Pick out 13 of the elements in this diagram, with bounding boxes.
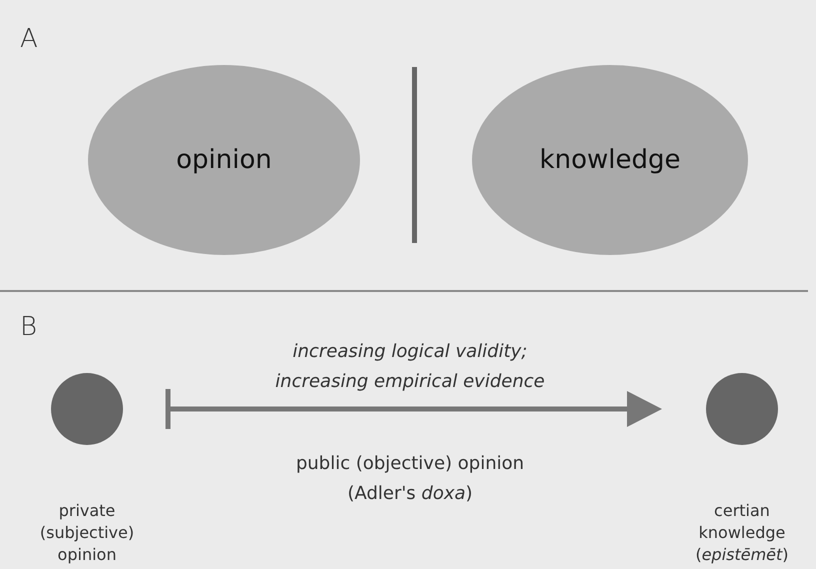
edge-label: increasing logical validity; increasing empirical evidence (274, 340, 546, 394)
node-label: opinion (176, 145, 272, 175)
node-caption: certian knowledge (epistēmēt) (694, 500, 790, 566)
circle-node (51, 373, 123, 445)
axis-label: public (objective) opinion (Adler's doxa) (294, 452, 526, 506)
panel-letter: A (20, 24, 38, 54)
circle-node (706, 373, 778, 445)
ellipse-node (88, 65, 360, 255)
node-caption: private (subjective) opinion (38, 500, 136, 566)
arrow (166, 389, 662, 429)
panel-letter: B (20, 312, 38, 342)
node-label: knowledge (540, 145, 680, 175)
ellipse-node (472, 65, 748, 255)
